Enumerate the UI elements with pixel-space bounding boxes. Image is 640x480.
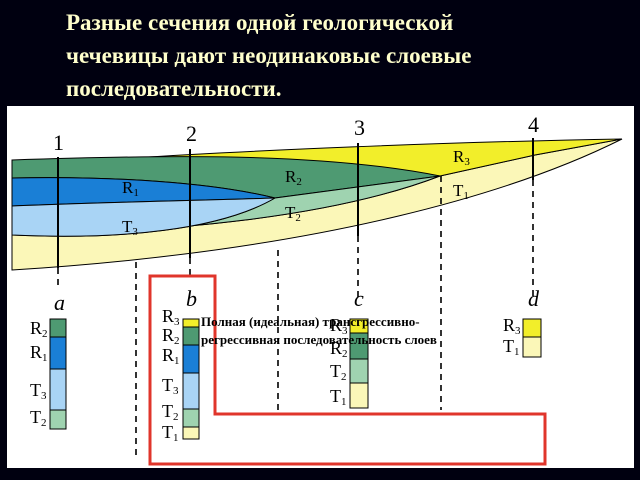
title-line-1: Разные сечения одной геологической	[66, 10, 454, 35]
column-a-label-3: T3	[30, 380, 47, 402]
highlight-frame	[148, 274, 547, 466]
column-a-label-4: T2	[30, 407, 47, 429]
label-R1: R1	[122, 178, 139, 199]
label-T2: T2	[285, 203, 301, 224]
column-a-label-1: R2	[30, 318, 48, 340]
column-a-T3	[49, 368, 67, 411]
label-T3: T3	[122, 217, 138, 238]
column-letter-a: a	[54, 290, 65, 315]
caption-line-1: Полная (идеальная) трансгрессивно-	[201, 314, 420, 329]
column-letter-b: b	[186, 286, 197, 311]
section-number-2: 2	[186, 121, 197, 146]
column-a-R1	[49, 336, 67, 370]
caption-line-2: регрессивная последовательность слоев	[201, 332, 437, 347]
column-b: b R3 R2 R1 T3 T2 T1	[162, 286, 200, 444]
column-c-T1	[349, 382, 369, 409]
column-d: d R3 T1	[503, 286, 542, 358]
title-line-2: чечевицы дают неодинаковые слоевые	[66, 43, 472, 68]
section-number-4: 4	[528, 112, 539, 137]
section-lines	[57, 138, 534, 268]
title-line-3: последовательности.	[66, 76, 282, 101]
column-c: c R3 R2 T2 T1	[330, 286, 369, 409]
slide-title: Разные сечения одной геологической чечев…	[66, 6, 626, 105]
column-b-T1	[182, 426, 200, 440]
section-number-3: 3	[354, 115, 365, 140]
column-c-label-3: T2	[330, 361, 347, 383]
column-a-R2	[49, 318, 67, 338]
column-c-label-4: T1	[330, 386, 347, 408]
column-b-R1	[182, 344, 200, 374]
column-c-label-2: R2	[330, 338, 348, 360]
column-c-label-1: R3	[330, 315, 348, 337]
column-b-T3	[182, 372, 200, 410]
column-a-label-2: R1	[30, 342, 48, 364]
section-number-1: 1	[53, 130, 64, 155]
section-dashes	[57, 176, 534, 458]
section-numbers: 1 2 3 4	[53, 112, 539, 155]
column-b-label-1: R3	[162, 306, 180, 328]
column-b-label-3: R1	[162, 345, 180, 367]
column-a: a R2 R1 T3 T2	[30, 290, 67, 430]
label-R3: R3	[453, 147, 470, 168]
layer-labels: R1 T3 R2 T2 R3 T1	[122, 147, 470, 238]
column-b-label-5: T2	[162, 401, 179, 423]
layer-T3	[11, 197, 276, 237]
column-c-T2	[349, 358, 369, 384]
label-R2: R2	[285, 167, 302, 188]
column-letter-d: d	[528, 286, 540, 311]
column-d-label-2: T1	[503, 336, 520, 358]
column-b-T2	[182, 408, 200, 428]
column-b-label-2: R2	[162, 325, 180, 347]
column-d-T1	[522, 336, 542, 358]
label-T1: T1	[453, 181, 469, 202]
column-letter-c: c	[354, 286, 364, 311]
column-a-T2	[49, 409, 67, 430]
column-b-R3	[182, 318, 200, 328]
caption-note: Полная (идеальная) трансгрессивно- регре…	[201, 313, 541, 349]
column-d-label-1: R3	[503, 315, 521, 337]
column-b-label-6: T1	[162, 422, 179, 444]
column-b-label-4: T3	[162, 375, 179, 397]
column-b-R2	[182, 326, 200, 346]
cross-section	[11, 138, 623, 271]
